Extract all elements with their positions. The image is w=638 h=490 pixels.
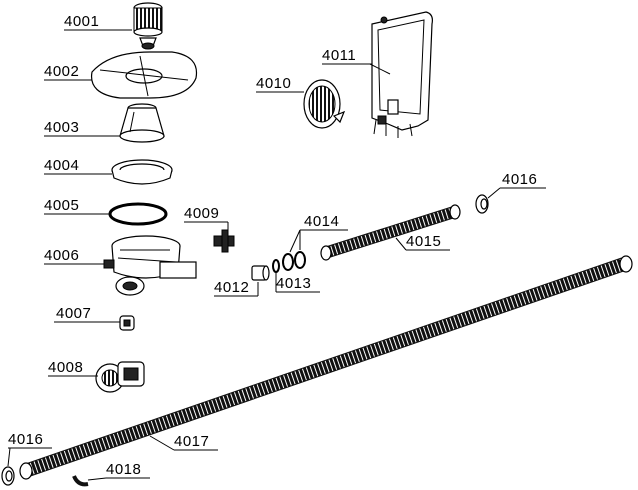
part-4011-tank[interactable] <box>371 11 433 138</box>
part-4005-seal[interactable] <box>108 202 168 226</box>
part-4012-bushing[interactable] <box>251 265 270 281</box>
part-4014-o-rings[interactable] <box>282 251 306 271</box>
label-4017: 4017 <box>174 433 209 450</box>
part-4006-sump[interactable] <box>103 235 197 296</box>
label-4016-upper: 4016 <box>502 171 537 188</box>
part-4010-vent[interactable] <box>303 79 346 129</box>
label-4003: 4003 <box>44 119 79 136</box>
label-4002: 4002 <box>44 63 79 80</box>
label-4009: 4009 <box>184 205 219 222</box>
part-4018-clamp[interactable] <box>72 475 89 487</box>
part-4003-cone[interactable] <box>119 103 165 143</box>
label-4015: 4015 <box>406 233 441 250</box>
label-4008: 4008 <box>48 359 83 376</box>
part-4008-pump[interactable] <box>95 361 145 393</box>
part-4016-ring-upper[interactable] <box>475 194 489 214</box>
label-4005: 4005 <box>44 197 79 214</box>
label-4018: 4018 <box>106 461 141 478</box>
label-4007: 4007 <box>56 305 91 322</box>
part-4002-flat-filter[interactable] <box>90 51 198 99</box>
label-4006: 4006 <box>44 247 79 264</box>
part-4007-clip[interactable] <box>119 315 135 331</box>
label-4012: 4012 <box>214 279 249 296</box>
label-4010: 4010 <box>256 75 291 92</box>
label-4011: 4011 <box>322 47 356 64</box>
label-4014: 4014 <box>304 213 339 230</box>
part-4016-ring-lower[interactable] <box>1 466 15 486</box>
label-4004: 4004 <box>44 157 79 174</box>
part-4013-small-ring[interactable] <box>272 259 280 273</box>
label-4001: 4001 <box>64 13 99 30</box>
label-4016-lower: 4016 <box>8 431 43 448</box>
part-4015-hose[interactable] <box>320 204 461 261</box>
part-4001-filter[interactable] <box>133 2 163 50</box>
part-4004-ring[interactable] <box>111 159 173 185</box>
part-4009-valve[interactable] <box>213 229 235 253</box>
part-4017-long-hose[interactable] <box>19 255 633 480</box>
label-4013: 4013 <box>276 275 311 292</box>
